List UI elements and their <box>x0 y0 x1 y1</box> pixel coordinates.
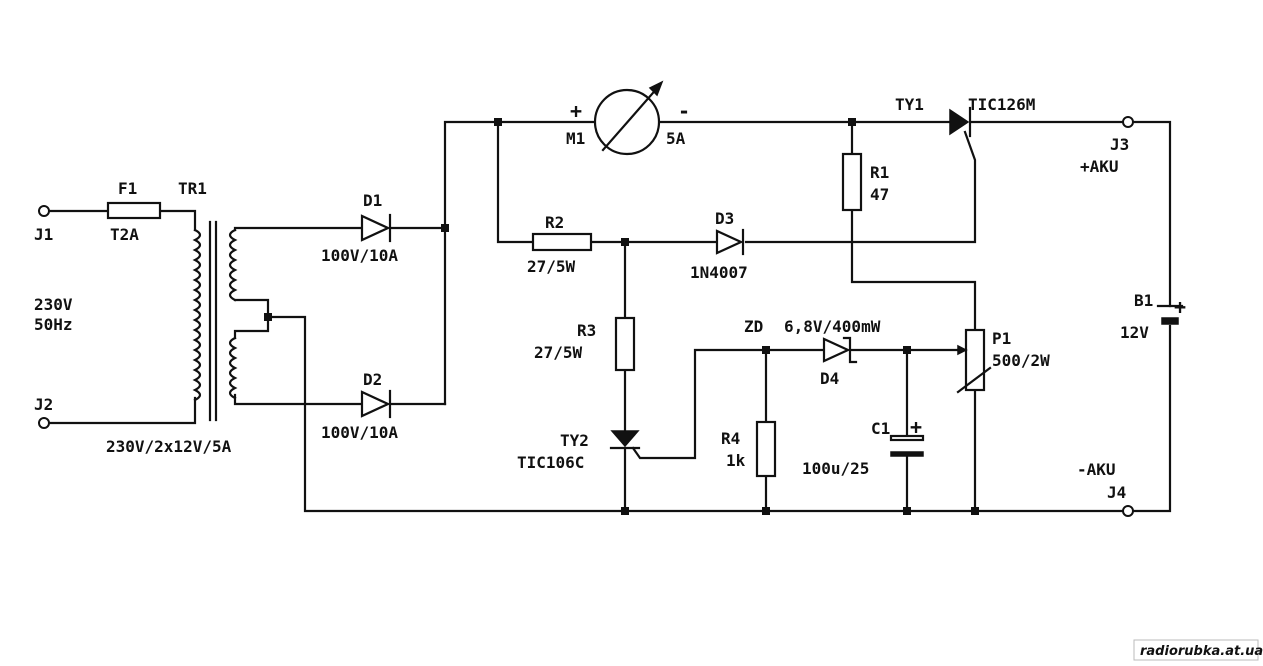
fuse-f1 <box>106 201 162 220</box>
terminal-j4 <box>1122 505 1134 517</box>
label-tr1-value: 230V/2x12V/5A <box>106 437 232 456</box>
terminal-j1 <box>38 205 50 217</box>
resistor-r2 <box>531 232 593 252</box>
labels: J1 J2 230V 50Hz F1 T2A TR1 230V/2x12V/5A… <box>34 95 1186 502</box>
label-r2-value: 27/5W <box>527 257 576 276</box>
label-r1-value: 47 <box>870 185 889 204</box>
label-r4: R4 <box>721 429 740 448</box>
potentiometer-p1 <box>956 328 992 394</box>
terminal-j2 <box>38 417 50 429</box>
label-d2-value: 100V/10A <box>321 423 398 442</box>
label-mains-voltage: 230V <box>34 295 73 314</box>
label-ty1-value: TIC126M <box>968 95 1035 114</box>
diode-d3 <box>715 228 745 256</box>
thyristor-ty2 <box>609 430 641 450</box>
label-f1-value: T2A <box>110 225 139 244</box>
label-r3: R3 <box>577 321 596 340</box>
label-d1-value: 100V/10A <box>321 246 398 265</box>
watermark-text: radiorubka.at.ua <box>1140 644 1263 659</box>
label-m1: M1 <box>566 129 585 148</box>
label-j2: J2 <box>34 395 53 414</box>
diode-d1 <box>360 213 392 243</box>
label-j4: J4 <box>1107 483 1126 502</box>
label-j4-note: -AKU <box>1077 460 1116 479</box>
label-b1: B1 <box>1134 291 1153 310</box>
resistor-r1 <box>841 152 863 212</box>
label-p1-value: 500/2W <box>992 351 1050 370</box>
label-d3-value: 1N4007 <box>690 263 748 282</box>
label-r3-value: 27/5W <box>534 343 583 362</box>
diode-d2 <box>360 389 392 419</box>
battery-b1 <box>1156 304 1184 325</box>
junctions <box>264 118 979 515</box>
terminal-j3 <box>1122 116 1134 128</box>
label-j3: J3 <box>1110 135 1129 154</box>
label-r1: R1 <box>870 163 889 182</box>
thyristor-ty1 <box>949 106 972 138</box>
label-f1: F1 <box>118 179 137 198</box>
watermark: radiorubka.at.ua <box>1133 639 1263 661</box>
ammeter-m1 <box>593 80 664 156</box>
label-j3-note: +AKU <box>1080 157 1119 176</box>
label-c1-value: 100u/25 <box>802 459 869 478</box>
transformer-tr1 <box>192 220 238 422</box>
label-m1-plus: + <box>570 99 582 123</box>
capacitor-c1 <box>889 434 925 457</box>
zener-diode-d4 <box>822 336 858 364</box>
label-d4: D4 <box>820 369 839 388</box>
label-d1: D1 <box>363 191 382 210</box>
label-c1-plus: + <box>910 415 922 439</box>
label-j1: J1 <box>34 225 53 244</box>
label-m1-value: 5A <box>666 129 686 148</box>
label-ty2: TY2 <box>560 431 589 450</box>
resistor-r4 <box>755 420 777 478</box>
label-d2: D2 <box>363 370 382 389</box>
label-b1-value: 12V <box>1120 323 1149 342</box>
label-b1-plus: + <box>1174 295 1186 319</box>
label-m1-minus: - <box>678 99 690 123</box>
label-zd: ZD <box>744 317 763 336</box>
label-tr1: TR1 <box>178 179 207 198</box>
label-d4-value: 6,8V/400mW <box>784 317 881 336</box>
label-ty2-value: TIC106C <box>517 453 584 472</box>
label-c1: C1 <box>871 419 890 438</box>
resistor-r3 <box>614 316 636 372</box>
label-mains-frequency: 50Hz <box>34 315 73 334</box>
label-r2: R2 <box>545 213 564 232</box>
label-r4-value: 1k <box>726 451 746 470</box>
label-d3: D3 <box>715 209 734 228</box>
label-p1: P1 <box>992 329 1011 348</box>
label-ty1: TY1 <box>895 95 924 114</box>
